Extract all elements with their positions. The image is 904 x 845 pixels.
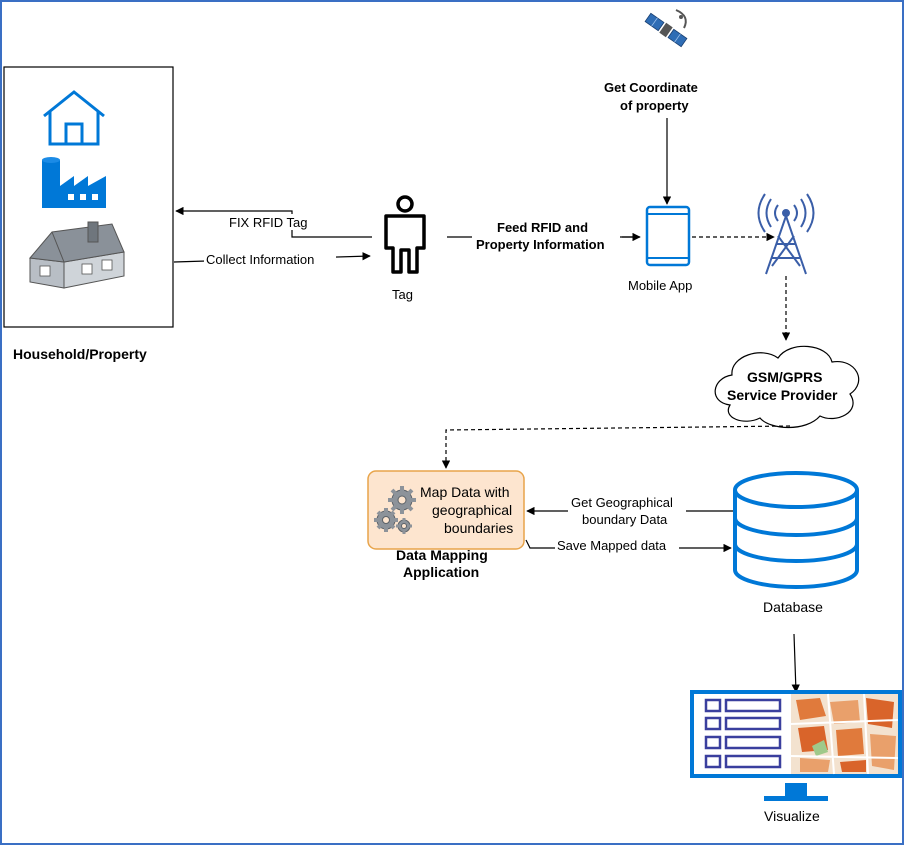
satellite-label-1: Get Coordinate [604, 80, 698, 95]
save-mapped-label: Save Mapped data [557, 538, 667, 553]
mapping-title-2: Application [403, 564, 479, 580]
database-icon [733, 471, 859, 589]
tag-label: Tag [392, 287, 413, 302]
geo-label-2: boundary Data [582, 512, 668, 527]
satellite-label-2: of property [620, 98, 689, 113]
mobile-app-node: Mobile App [628, 205, 692, 293]
collect-info-label: Collect Information [206, 252, 314, 267]
factory-icon [42, 157, 106, 208]
cloud-label-2: Service Provider [727, 387, 838, 403]
tag-node: Tag [384, 195, 426, 302]
cloud-shape [714, 345, 860, 428]
cloud-to-mapping-arrow [441, 425, 791, 469]
mapping-box-line-2: geographical [432, 502, 512, 518]
mapping-box-line-1: Map Data with [420, 484, 509, 500]
db-to-visualize-arrow [791, 633, 800, 693]
visualize-label: Visualize [764, 808, 820, 824]
building-icon [29, 221, 125, 289]
feed-label-1: Feed RFID and [497, 220, 588, 235]
data-mapping-node: Map Data with geographical boundaries Da… [367, 470, 525, 580]
gears-icon [374, 486, 416, 534]
cell-tower-icon [757, 193, 815, 275]
monitor-icon [690, 690, 902, 801]
map-thumbnail-icon [790, 693, 899, 775]
mobile-app-label: Mobile App [628, 278, 692, 293]
household-box [3, 66, 174, 328]
mapping-box-line-3: boundaries [444, 520, 513, 536]
fix-rfid-label: FIX RFID Tag [229, 215, 308, 230]
tablet-icon [645, 205, 691, 267]
household-label: Household/Property [13, 346, 147, 362]
save-label-bg [555, 538, 679, 554]
database-node: Database [733, 471, 859, 615]
database-label: Database [763, 599, 823, 615]
geo-label-bg [568, 494, 686, 528]
gsm-cloud-node: GSM/GPRS Service Provider [714, 345, 860, 428]
household-node: Household/Property [3, 66, 174, 362]
house-icon [43, 90, 105, 146]
mapping-title-1: Data Mapping [396, 547, 488, 563]
cloud-label-1: GSM/GPRS [747, 369, 822, 385]
satellite-icon [644, 9, 688, 48]
visualize-node: Visualize [690, 690, 902, 824]
collect-info-label-bg [204, 251, 336, 267]
geo-label-1: Get Geographical [571, 495, 673, 510]
person-icon [384, 195, 426, 274]
fix-rfid-label-bg [226, 214, 318, 230]
feed-label-2: Property Information [476, 237, 605, 252]
